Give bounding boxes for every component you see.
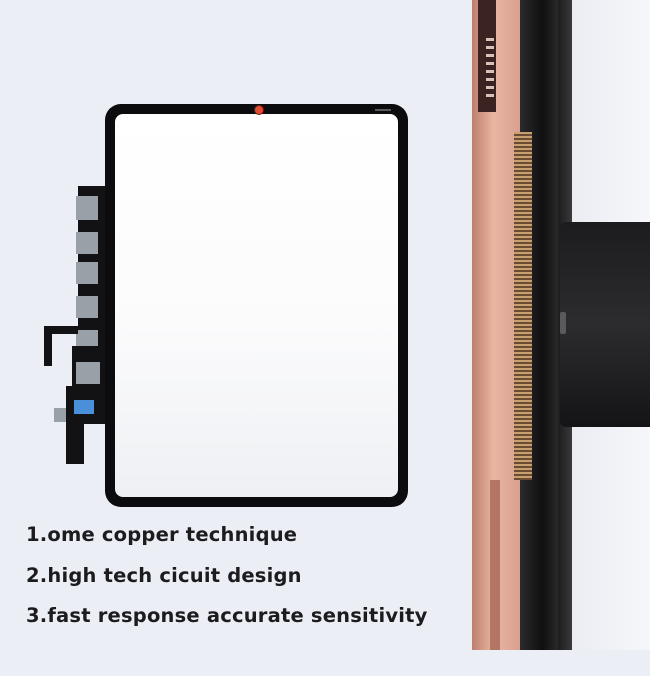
ribbon-cable	[560, 222, 650, 427]
feature-item: 1.ome copper technique	[26, 523, 298, 546]
touch-glass	[115, 114, 398, 497]
camera-hole-icon	[254, 105, 264, 115]
feature-item: 2.high tech cicuit design	[26, 563, 302, 587]
copper-contacts	[514, 132, 532, 480]
feature-item: 3.fast response accurate sensitivity	[26, 604, 428, 627]
connector-closeup-photo	[472, 0, 650, 650]
tablet-digitizer	[105, 104, 408, 507]
feature-list: 1.ome copper technique 2.high tech cicui…	[26, 520, 456, 642]
sensor-slot	[375, 109, 391, 111]
